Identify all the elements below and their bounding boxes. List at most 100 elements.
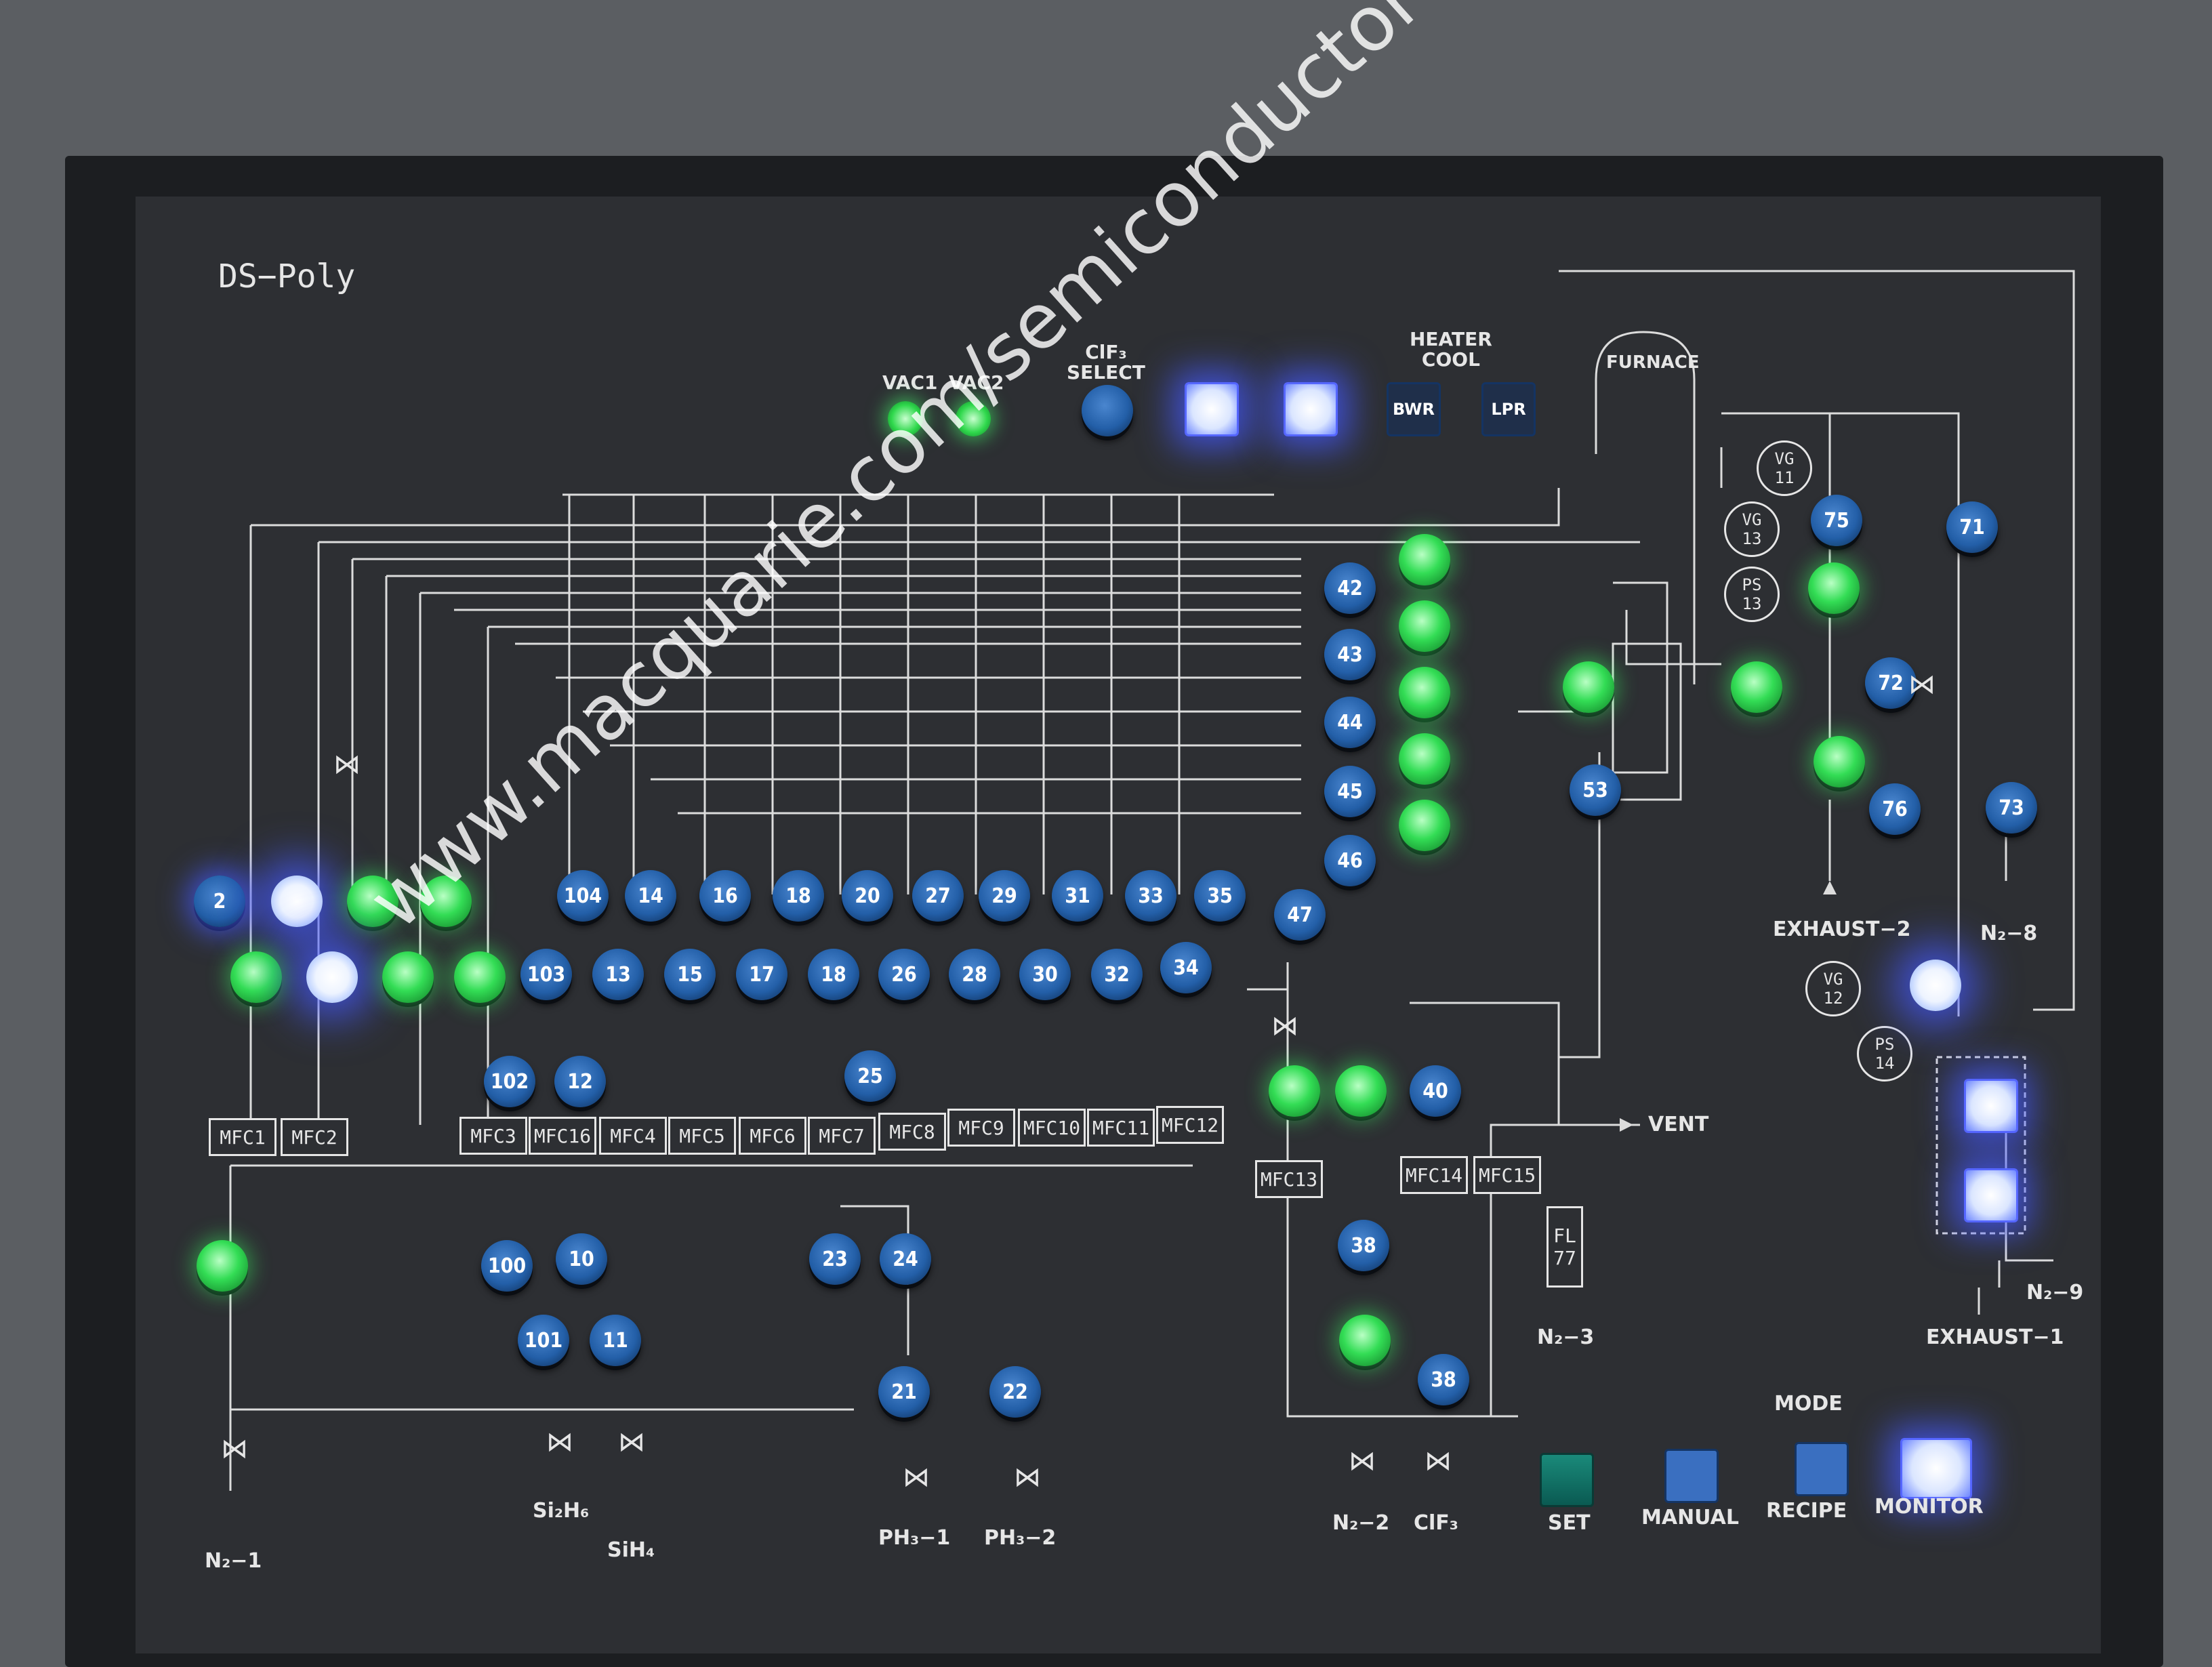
panel-title: DS−Poly xyxy=(218,258,356,295)
valve-104[interactable]: 104 xyxy=(557,870,609,922)
n2-2-label: N₂−2 xyxy=(1332,1511,1390,1535)
valve-lit-white-2[interactable] xyxy=(306,951,358,1003)
monitor-mode-button[interactable] xyxy=(1900,1438,1972,1499)
valve-20[interactable]: 20 xyxy=(842,870,893,922)
manual-valve-icon-n2-2: ⋈ xyxy=(1349,1445,1376,1477)
valve-lit-green-62[interactable] xyxy=(1731,661,1782,713)
bwr-button[interactable]: BWR xyxy=(1387,382,1441,436)
ps13-label: PS xyxy=(1742,575,1762,594)
mfc14-box: MFC14 xyxy=(1400,1156,1468,1194)
valve-12[interactable]: 12 xyxy=(554,1056,606,1107)
valve-lit-white-exhaust[interactable] xyxy=(1910,960,1961,1011)
valve-40[interactable]: 40 xyxy=(1410,1065,1461,1117)
si2h6-label: Si₂H₆ xyxy=(533,1499,590,1523)
recipe-mode-button[interactable] xyxy=(1795,1442,1849,1496)
manual-valve-icon-si2h6: ⋈ xyxy=(546,1426,573,1458)
valve-14[interactable]: 14 xyxy=(625,870,676,922)
vg11-number: 11 xyxy=(1774,468,1795,487)
valve-15[interactable]: 15 xyxy=(664,949,716,1000)
valve-16[interactable]: 16 xyxy=(699,870,751,922)
valve-102[interactable]: 102 xyxy=(484,1056,535,1107)
valve-23[interactable]: 23 xyxy=(809,1233,861,1285)
valve-71[interactable]: 71 xyxy=(1946,501,1998,553)
valve-24[interactable]: 24 xyxy=(880,1233,931,1285)
valve-13[interactable]: 13 xyxy=(592,949,644,1000)
valve-lit-green-3[interactable] xyxy=(230,951,282,1003)
valve-lit-green-1[interactable] xyxy=(347,876,398,927)
valve-lit-green-52[interactable] xyxy=(1399,800,1450,851)
valve-43[interactable]: 43 xyxy=(1324,629,1376,680)
valve-lit-green-4[interactable] xyxy=(382,951,434,1003)
valve-25[interactable]: 25 xyxy=(844,1050,896,1102)
valve-lit-green-74[interactable] xyxy=(1814,736,1865,787)
vg12-gauge: VG 12 xyxy=(1805,961,1861,1016)
select-lamp-button-2[interactable] xyxy=(1284,382,1338,436)
valve-29[interactable]: 29 xyxy=(979,870,1030,922)
valve-47[interactable]: 47 xyxy=(1274,889,1326,941)
valve-38-lower[interactable]: 38 xyxy=(1418,1354,1469,1405)
lpr-button[interactable]: LPR xyxy=(1481,382,1536,436)
valve-lit-green-2[interactable] xyxy=(420,876,472,927)
valve-10[interactable]: 10 xyxy=(556,1233,607,1285)
manual-mode-button[interactable] xyxy=(1664,1449,1719,1503)
heater-cool-label: HEATER COOL xyxy=(1410,328,1492,371)
valve-26[interactable]: 26 xyxy=(878,949,930,1000)
valve-72[interactable]: 72 xyxy=(1865,657,1917,709)
exhaust-lamp-lower[interactable] xyxy=(1964,1168,2018,1222)
valve-11[interactable]: 11 xyxy=(590,1315,641,1366)
valve-27[interactable]: 27 xyxy=(912,870,964,922)
valve-lit-green-mfc13a[interactable] xyxy=(1269,1065,1320,1117)
valve-75[interactable]: 75 xyxy=(1811,495,1862,546)
exhaust-1-label: EXHAUST−1 xyxy=(1926,1325,2064,1349)
valve-lit-white-1[interactable] xyxy=(271,876,323,927)
valve-53[interactable]: 53 xyxy=(1570,764,1621,816)
valve-34[interactable]: 34 xyxy=(1160,942,1212,993)
valve-18-top[interactable]: 18 xyxy=(773,870,824,922)
vg12-label: VG xyxy=(1823,970,1843,989)
valve-76[interactable]: 76 xyxy=(1869,783,1921,835)
manual-valve-icon-manifold: ⋈ xyxy=(333,749,361,780)
valve-42[interactable]: 42 xyxy=(1324,562,1376,614)
manual-valve-icon-clf3: ⋈ xyxy=(1425,1445,1452,1477)
exhaust-lamp-upper[interactable] xyxy=(1964,1079,2018,1133)
valve-101[interactable]: 101 xyxy=(518,1315,569,1366)
clf3-select-button[interactable] xyxy=(1082,385,1133,436)
valve-35[interactable]: 35 xyxy=(1194,870,1246,922)
ps14-number: 14 xyxy=(1875,1054,1895,1073)
set-button[interactable] xyxy=(1540,1453,1594,1507)
valve-lit-green-48[interactable] xyxy=(1399,534,1450,585)
valve-44[interactable]: 44 xyxy=(1324,697,1376,748)
valve-32[interactable]: 32 xyxy=(1091,949,1143,1000)
valve-lit-green-51[interactable] xyxy=(1399,733,1450,785)
valve-lit-green-n2-1[interactable] xyxy=(197,1240,248,1292)
valve-100[interactable]: 100 xyxy=(481,1240,533,1292)
ps13-gauge: PS 13 xyxy=(1724,567,1780,622)
ph3-2-label: PH₃−2 xyxy=(984,1526,1057,1550)
valve-31[interactable]: 31 xyxy=(1052,870,1103,922)
valve-lit-green-61[interactable] xyxy=(1563,661,1614,713)
valve-22[interactable]: 22 xyxy=(989,1366,1041,1418)
valve-73[interactable]: 73 xyxy=(1986,782,2037,834)
valve-45[interactable]: 45 xyxy=(1324,766,1376,817)
valve-33[interactable]: 33 xyxy=(1125,870,1176,922)
valve-18-bottom[interactable]: 18 xyxy=(808,949,859,1000)
valve-2[interactable]: 2 xyxy=(194,876,245,927)
valve-30[interactable]: 30 xyxy=(1019,949,1071,1000)
valve-lit-green-5[interactable] xyxy=(454,951,506,1003)
valve-46[interactable]: 46 xyxy=(1324,835,1376,886)
n2-1-label: N₂−1 xyxy=(205,1549,262,1573)
valve-21[interactable]: 21 xyxy=(878,1366,930,1418)
valve-28[interactable]: 28 xyxy=(949,949,1000,1000)
valve-lit-green-mfc13b[interactable] xyxy=(1335,1065,1387,1117)
mfc8-box: MFC8 xyxy=(878,1113,946,1151)
valve-lit-green-50[interactable] xyxy=(1399,667,1450,718)
valve-103[interactable]: 103 xyxy=(520,949,572,1000)
valve-lit-green-80[interactable] xyxy=(1808,562,1860,614)
valve-38-upper[interactable]: 38 xyxy=(1338,1220,1389,1271)
n2-8-label: N₂−8 xyxy=(1980,922,2038,945)
valve-lit-green-mfc14[interactable] xyxy=(1339,1315,1391,1366)
valve-lit-green-49[interactable] xyxy=(1399,600,1450,652)
valve-17[interactable]: 17 xyxy=(736,949,787,1000)
select-lamp-button-1[interactable] xyxy=(1185,382,1239,436)
